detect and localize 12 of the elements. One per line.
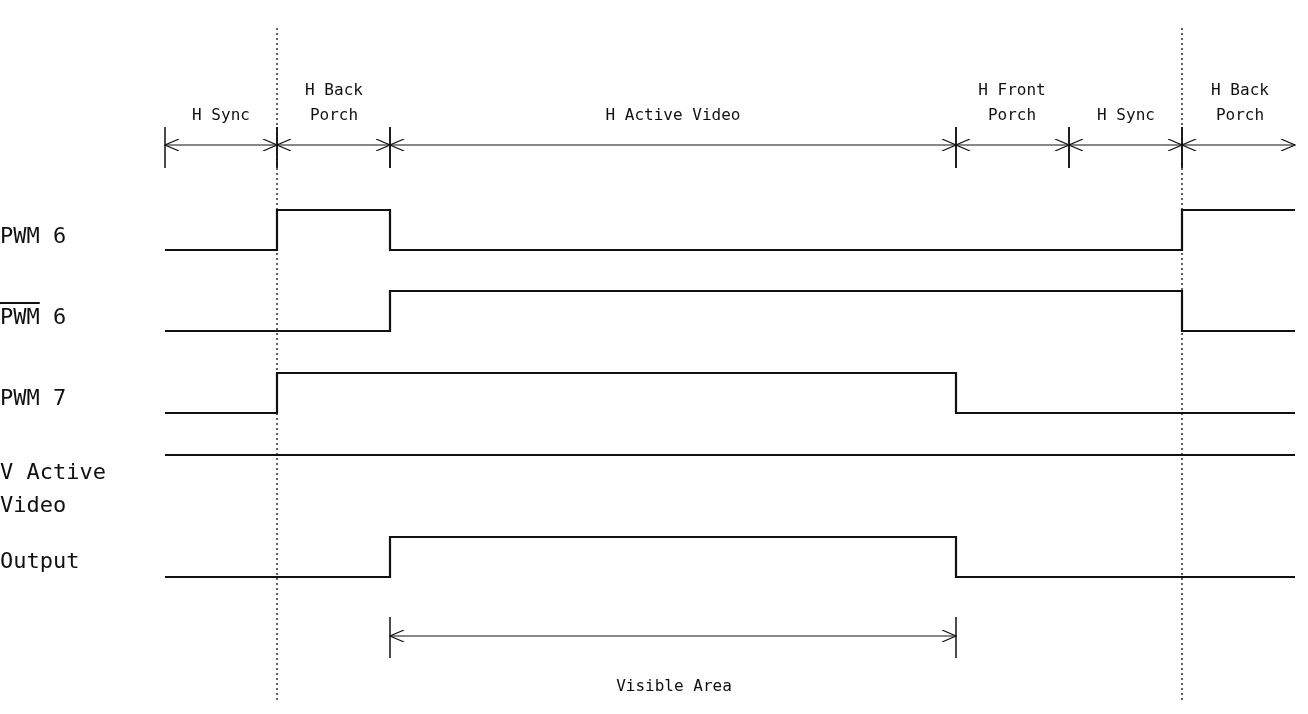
- interval-label: H Back Porch: [304, 79, 364, 126]
- signal-name: V Active Video: [0, 458, 107, 519]
- signal-name: PWM 7: [0, 384, 68, 412]
- interval-label: H Sync: [1096, 104, 1156, 126]
- signal-name: PWM 6: [0, 303, 68, 331]
- interval-label: H Back Porch: [1210, 79, 1270, 126]
- interval-label: H Active Video: [604, 104, 742, 126]
- signal-name: Output: [0, 547, 81, 575]
- dimension-label: Visible Area: [615, 675, 733, 697]
- signal-name: PWM 6: [0, 222, 68, 250]
- interval-label: H Front Porch: [977, 79, 1047, 126]
- interval-label: H Sync: [191, 104, 251, 126]
